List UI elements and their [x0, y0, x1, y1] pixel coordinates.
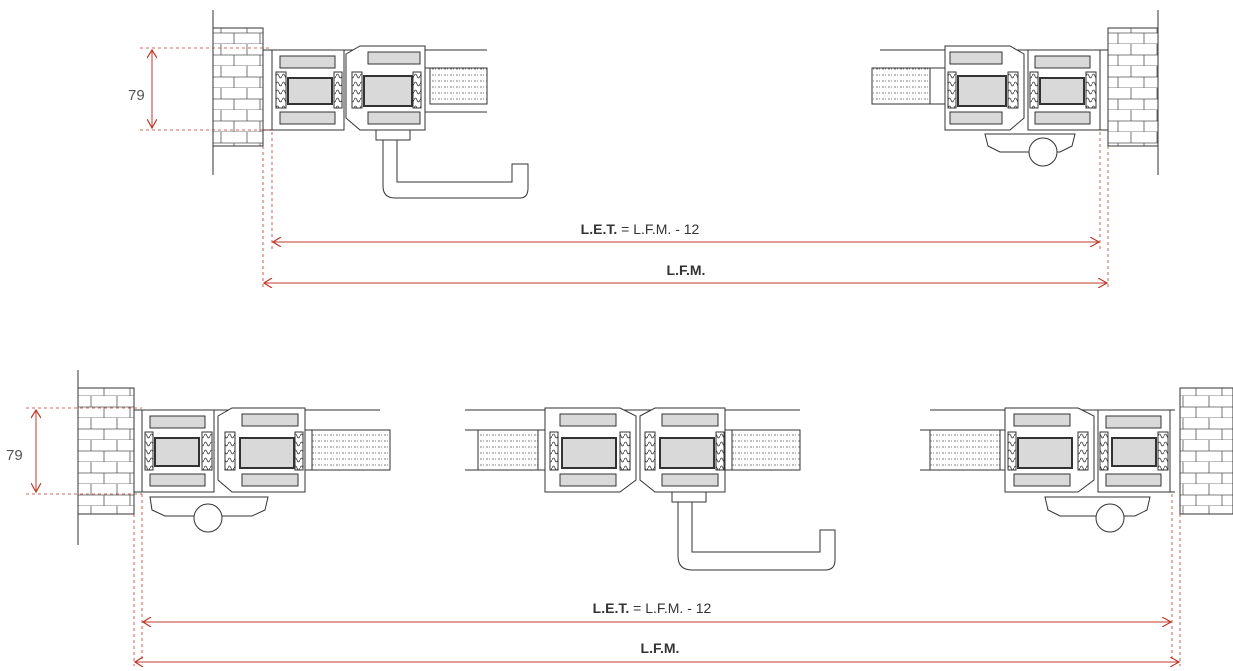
lfm-dimension: L.F.M. [135, 640, 1179, 662]
middle-mullion-profile [465, 407, 836, 571]
height-label: 79 [6, 447, 23, 464]
bottom-section: 79 L.E.T. = L.F.M. - 12 L.F.M. [6, 370, 1233, 666]
let-dimension: L.E.T. = L.F.M. - 12 [273, 221, 1099, 242]
let-formula: = L.F.M. - 12 [629, 600, 711, 616]
left-wall [212, 10, 264, 175]
let-label: L.E.T. = L.F.M. - 12 [581, 221, 700, 237]
right-wall [1179, 387, 1233, 515]
left-frame-profile [263, 45, 529, 199]
let-bold: L.E.T. [581, 221, 618, 237]
height-label: 79 [128, 87, 145, 104]
right-frame-profile [871, 45, 1108, 167]
lfm-label: L.F.M. [667, 262, 706, 278]
lfm-label: L.F.M. [641, 640, 680, 656]
left-wall [77, 370, 135, 545]
right-frame-profile [920, 407, 1175, 533]
let-bold: L.E.T. [593, 600, 630, 616]
top-section: 79 L.E.T. = L.F.M. - 12 L.F.M. [128, 10, 1159, 290]
left-frame-profile [134, 407, 391, 533]
right-wall [1107, 10, 1159, 175]
let-formula: = L.F.M. - 12 [617, 221, 699, 237]
lfm-dimension: L.F.M. [264, 262, 1107, 283]
let-label: L.E.T. = L.F.M. - 12 [593, 600, 712, 616]
let-dimension: L.E.T. = L.F.M. - 12 [143, 600, 1171, 622]
height-dimension: 79 [6, 407, 142, 495]
height-dimension: 79 [128, 47, 272, 131]
